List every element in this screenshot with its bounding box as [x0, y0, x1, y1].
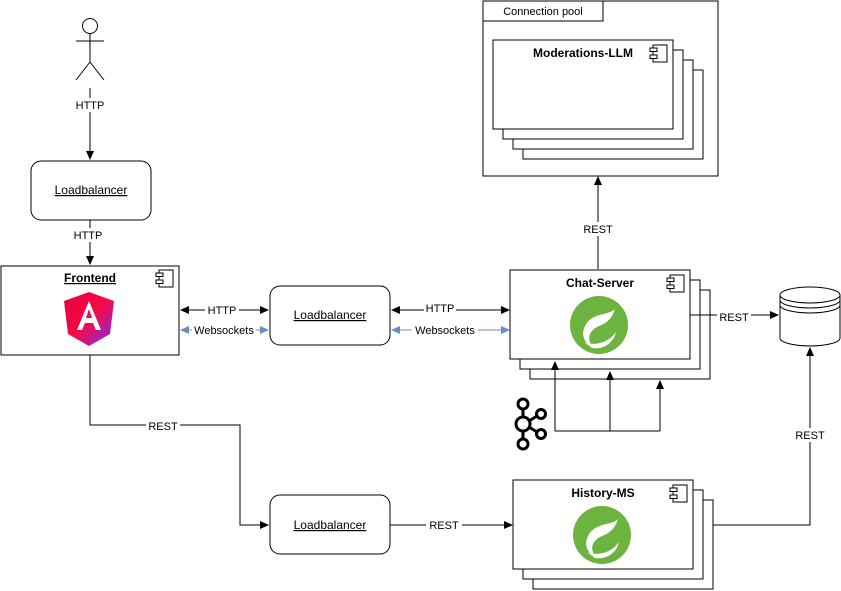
loadbalancer-top-label: Loadbalancer [55, 183, 128, 197]
edge-label-http-2: HTTP [74, 230, 103, 242]
edge-loadbalancer-chat-http: HTTP [391, 302, 510, 315]
edge-frontend-to-loadbalancer-bottom: REST [89, 355, 269, 529]
uml-component-icon [649, 44, 668, 63]
moderations-llm-title: Moderations-LLM [533, 46, 633, 60]
database-cylinder-icon[interactable] [779, 286, 841, 347]
edge-label-http-3: HTTP [208, 305, 237, 317]
user-actor [75, 18, 105, 81]
loadbalancer-bottom[interactable]: Loadbalancer [269, 494, 391, 555]
uml-component-icon [666, 274, 685, 293]
chat-server-title: Chat-Server [566, 276, 634, 290]
uml-component-icon [155, 269, 174, 288]
kafka-logo-icon [514, 397, 547, 451]
moderations-llm-replica-1 [492, 39, 674, 130]
loadbalancer-middle-label: Loadbalancer [294, 308, 367, 322]
connection-pool-label: Connection pool [503, 6, 583, 18]
frontend-component[interactable]: Frontend [0, 265, 180, 356]
edge-label-rest-4: REST [429, 520, 459, 532]
edge-loadbalancer-to-history: REST [390, 519, 513, 532]
edge-frontend-loadbalancer-http: HTTP [180, 304, 269, 317]
edge-label-websockets-2: Websockets [415, 325, 475, 337]
edge-label-websockets-1: Websockets [194, 325, 254, 337]
edge-user-to-loadbalancer: HTTP [74, 88, 106, 160]
edge-loadbalancer-to-frontend: HTTP [72, 220, 108, 265]
connection-pool-container: Connection pool Moderations-LLM [482, 0, 719, 177]
spring-logo-icon [573, 506, 631, 564]
uml-component-icon [669, 484, 688, 503]
edge-history-to-database: REST [713, 347, 827, 526]
edge-loadbalancer-chat-websockets: Websockets [391, 324, 510, 337]
edge-chat-to-database: REST [690, 311, 779, 324]
edge-label-http-4: HTTP [426, 303, 455, 315]
loadbalancer-top[interactable]: Loadbalancer [30, 160, 152, 221]
edge-label-rest-3: REST [148, 421, 178, 433]
spring-logo-icon [570, 296, 628, 354]
actor-stick-figure-icon [75, 18, 105, 81]
angular-logo-icon [64, 292, 114, 346]
edge-frontend-loadbalancer-websockets: Websockets [180, 324, 269, 337]
edge-chat-to-moderation: REST [580, 176, 616, 269]
chat-server-component[interactable]: Chat-Server [509, 269, 711, 380]
loadbalancer-bottom-label: Loadbalancer [294, 518, 367, 532]
loadbalancer-middle[interactable]: Loadbalancer [269, 285, 391, 346]
edge-label-rest-2: REST [719, 312, 749, 324]
moderations-llm-component[interactable]: Moderations-LLM [492, 39, 704, 160]
edge-label-rest-1: REST [583, 224, 613, 236]
history-ms-title: History-MS [571, 486, 634, 500]
edge-label-rest-5: REST [795, 430, 825, 442]
connection-pool-tab [482, 0, 604, 22]
history-ms-component[interactable]: History-MS [512, 479, 714, 590]
edge-label-http-1: HTTP [76, 100, 105, 112]
frontend-title: Frontend [64, 271, 116, 285]
edge-kafka-to-chat-server [551, 361, 664, 432]
